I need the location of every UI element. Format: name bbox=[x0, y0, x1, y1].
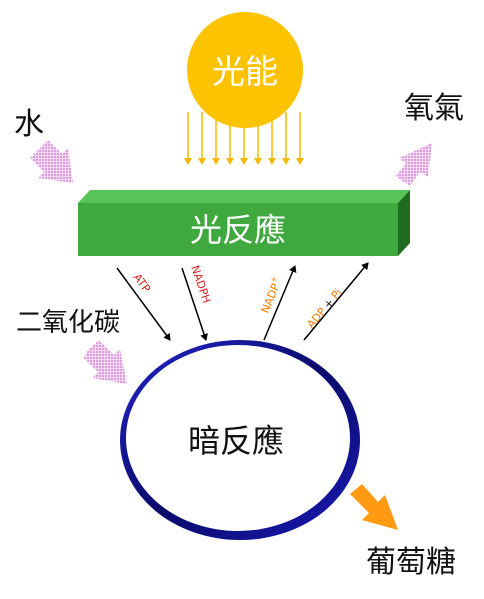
glucose-arrow bbox=[350, 484, 398, 530]
adp-text: ADP bbox=[304, 305, 329, 331]
dark-reaction-ring bbox=[120, 340, 360, 540]
light-reaction-label: 光反應 bbox=[190, 211, 286, 249]
light-reaction-box bbox=[78, 190, 410, 256]
sun-circle bbox=[187, 12, 303, 128]
adp-arrow bbox=[303, 262, 369, 341]
co2-arrow bbox=[84, 340, 127, 384]
glucose-label: 葡萄糖 bbox=[366, 545, 456, 580]
water-label: 水 bbox=[14, 107, 44, 142]
oxygen-label: 氧氣 bbox=[404, 91, 464, 126]
nadp-arrow bbox=[263, 265, 297, 341]
nadph-arrow bbox=[181, 267, 208, 341]
sun-label: 光能 bbox=[212, 52, 278, 91]
atp-arrow bbox=[116, 267, 171, 341]
oxygen-arrow bbox=[396, 143, 432, 186]
nadp-superscript: + bbox=[268, 275, 279, 285]
adp-pi-label: ADP+Pi bbox=[304, 286, 344, 331]
nadp-text: NADP bbox=[259, 281, 283, 315]
dark-reaction-label: 暗反應 bbox=[188, 422, 284, 460]
nadp-label: NADP+ bbox=[257, 275, 285, 315]
water-arrow bbox=[30, 140, 73, 183]
co2-label: 二氧化碳 bbox=[16, 308, 120, 338]
